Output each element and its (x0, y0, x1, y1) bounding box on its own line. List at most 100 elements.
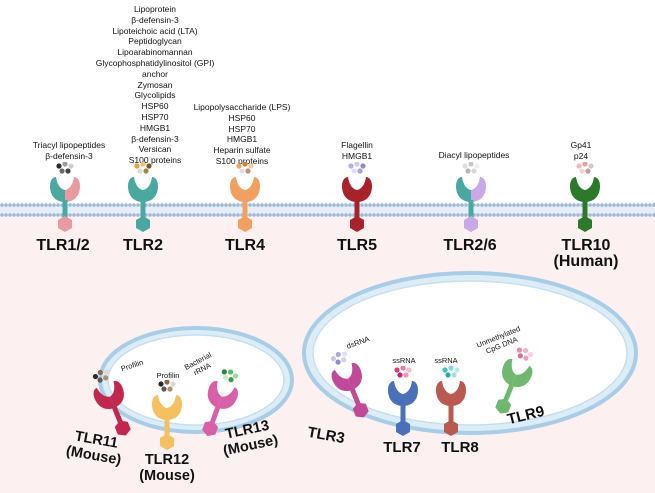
ligand-dot (97, 377, 103, 383)
tlr11-receptor-icon (92, 369, 131, 436)
lipid-head (400, 213, 404, 217)
ligand-text: Lipopolysaccharide (LPS) (193, 102, 291, 112)
lipid-head (276, 203, 280, 207)
tir-domain (58, 216, 72, 232)
ectodomain-left (50, 177, 65, 202)
lipid-head (192, 203, 196, 207)
ligand-dot (523, 355, 529, 361)
tlr5-receptor-icon (342, 162, 372, 232)
ectodomain-right (511, 365, 533, 387)
lipid-head (380, 213, 384, 217)
ligand-text: Flagellin (341, 140, 373, 150)
lipid-head (212, 203, 216, 207)
lipid-head (372, 203, 376, 207)
receptor-group (152, 380, 182, 450)
lipid-head (216, 213, 220, 217)
lipid-head (208, 213, 212, 217)
ligand-dot (403, 372, 409, 378)
lipid-head (172, 203, 176, 207)
tir-domain (350, 216, 364, 232)
ligand-text: p24 (573, 150, 589, 161)
ligand-text: HMGB1 (226, 134, 258, 145)
transmembrane-stem (448, 404, 454, 422)
lipid-head (296, 213, 300, 217)
tir-domain (136, 216, 150, 232)
ligand-dot (579, 168, 585, 174)
lipid-head (104, 213, 108, 217)
lipid-head (628, 203, 632, 207)
lipid-head (88, 213, 92, 217)
ligand-text: Glycolipids (134, 90, 176, 101)
lipid-head (168, 213, 172, 217)
lipid-head (4, 203, 8, 207)
lipid-head (572, 213, 576, 217)
lipid-head (80, 213, 84, 217)
lipid-head (32, 213, 36, 217)
ligand-text: S100 proteins (128, 155, 182, 166)
lipid-head (412, 203, 416, 207)
lipid-head (112, 203, 116, 207)
ectodomain-left (342, 177, 357, 202)
transmembrane-stem (242, 200, 248, 218)
receptor-group (128, 162, 158, 232)
lipid-head (336, 213, 340, 217)
receptor-group (495, 347, 534, 414)
lipid-head (476, 203, 480, 207)
lipid-head (320, 213, 324, 217)
lipid-head (456, 213, 460, 217)
lipid-head (200, 203, 204, 207)
lipid-head (640, 213, 644, 217)
lipid-head (456, 203, 460, 207)
ligand-dot (357, 168, 363, 174)
lipid-head (184, 213, 188, 217)
lipid-head (224, 213, 228, 217)
lipid-head (476, 213, 480, 217)
ectodomain-left (93, 387, 115, 409)
lipid-head (120, 213, 124, 217)
lipid-head (112, 213, 116, 217)
tir-domain (238, 216, 252, 232)
lipid-head (436, 213, 440, 217)
lipid-head (236, 203, 240, 207)
lipid-head (272, 213, 276, 217)
lipid-head (204, 203, 208, 207)
lipid-head (576, 213, 580, 217)
lipid-head (104, 203, 108, 207)
lipid-head (520, 213, 524, 217)
membrane-core (0, 205, 655, 215)
lipid-head (136, 213, 140, 217)
lipid-head (196, 203, 200, 207)
ectodomain-left (230, 177, 245, 202)
lipid-head (336, 203, 340, 207)
lipid-head (428, 203, 432, 207)
lipid-head (652, 213, 655, 217)
ligand-text: Gp41 (570, 140, 592, 150)
ligand-dot (406, 367, 412, 373)
lipid-head (84, 203, 88, 207)
transmembrane-stem (400, 404, 406, 422)
lipid-head (292, 213, 296, 217)
transmembrane-stem (468, 200, 474, 218)
lipid-head (168, 203, 172, 207)
tlr8-receptor-icon (436, 366, 466, 436)
ligand-dot (354, 162, 360, 167)
lipid-head (280, 203, 284, 207)
lipid-head (172, 213, 176, 217)
lipid-head (220, 203, 224, 207)
lipid-head (72, 213, 76, 217)
lipid-head (52, 203, 56, 207)
lipid-head (164, 213, 168, 217)
lipid-head (136, 203, 140, 207)
ligand-dot (462, 163, 468, 169)
lipid-head (496, 203, 500, 207)
lipid-head (272, 203, 276, 207)
lipid-head (408, 203, 412, 207)
lipid-head (228, 203, 232, 207)
lipid-head (624, 213, 628, 217)
lipid-head (100, 203, 104, 207)
lipid-head (552, 203, 556, 207)
ligand-text: Lipoprotein (133, 4, 177, 14)
tlr1-2-receptor-icon (50, 162, 80, 232)
ligand-list-tlr1-2: Triacyl lipopeptides β-defensin-3 (14, 140, 124, 162)
